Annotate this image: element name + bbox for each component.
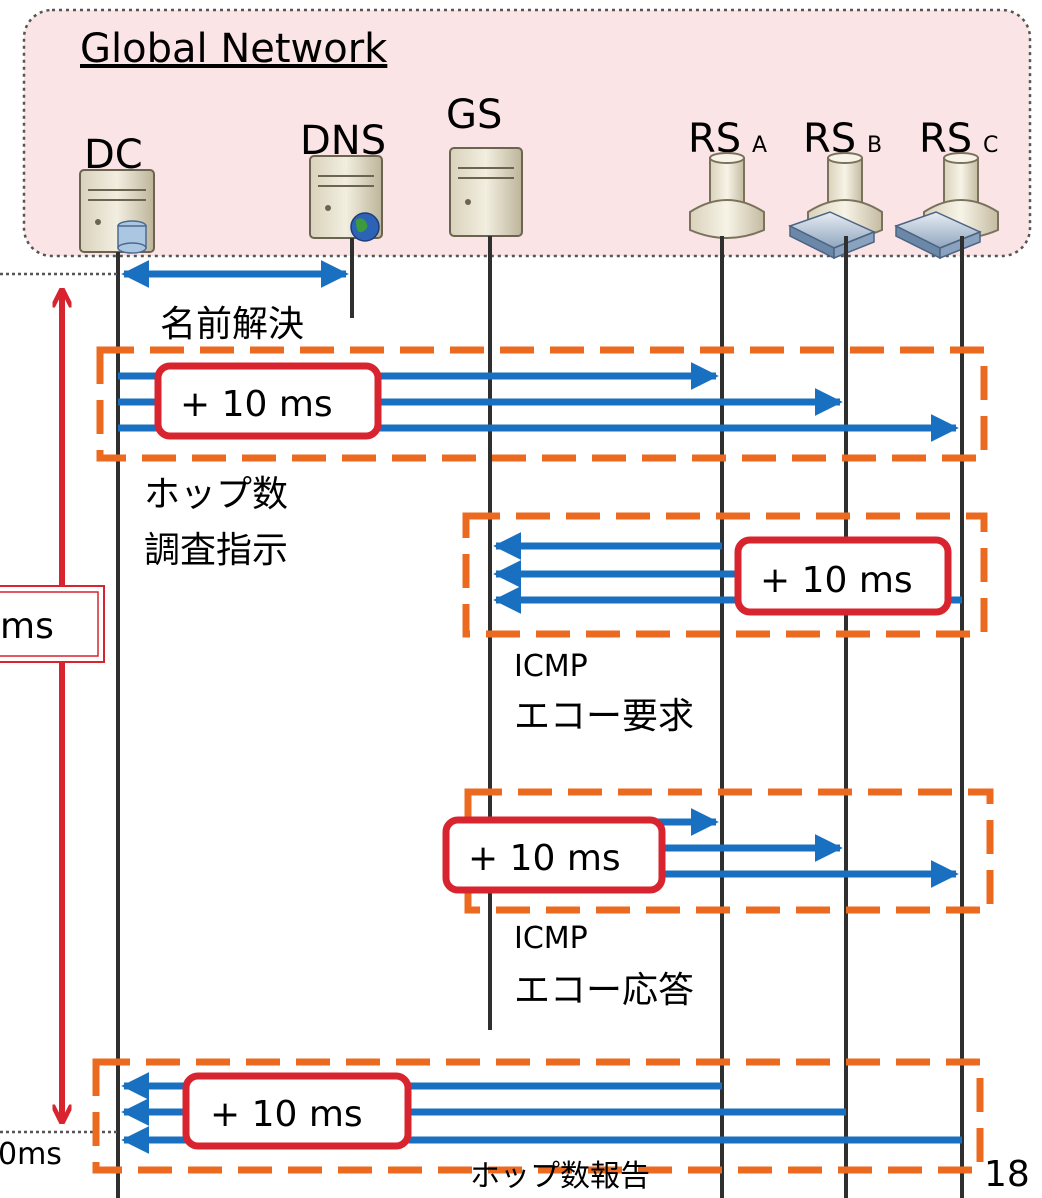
server-globe-icon	[309, 155, 383, 242]
icmp-request-label-line2: エコー要求	[514, 696, 694, 737]
global-network-region: Global Network	[22, 8, 1032, 258]
total-duration-box: ms	[0, 585, 105, 663]
network-title: Global Network	[80, 26, 388, 72]
delay-label-3: + 10 ms	[468, 838, 621, 879]
phase-icmp-reply: + 10 ms	[442, 788, 994, 914]
delay-label-2: + 10 ms	[760, 560, 913, 601]
delay-box-3	[442, 816, 666, 894]
svg-text:C: C	[983, 133, 998, 158]
icmp-reply-label-line1: ICMP	[514, 921, 588, 956]
server-icon	[449, 147, 523, 237]
delay-box-2	[734, 536, 952, 616]
delay-box-4	[182, 1072, 412, 1150]
delay-label-4: + 10 ms	[210, 1094, 363, 1135]
total-duration-label: ms	[0, 606, 54, 647]
phase-hop-survey: + 10 ms	[96, 346, 988, 462]
icmp-request-label-line1: ICMP	[514, 649, 588, 684]
hop-survey-label-line1: ホップ数	[144, 474, 288, 515]
page-number: 18	[984, 1154, 1030, 1195]
icmp-reply-label-line2: エコー応答	[514, 970, 694, 1011]
hop-survey-label-line2: 調査指示	[144, 530, 288, 571]
phase-icmp-request: + 10 ms	[462, 512, 988, 638]
svg-text:A: A	[752, 133, 767, 158]
node-label-rs-b: RS B	[803, 116, 882, 162]
name-resolution-label: 名前解決	[160, 304, 304, 345]
delay-box-1	[154, 362, 382, 440]
hop-report-label: ホップ数報告	[470, 1159, 650, 1194]
switch-icon-c	[894, 211, 982, 260]
server-database-icon	[79, 169, 155, 254]
total-end-label: 0ms	[0, 1137, 62, 1172]
svg-text:B: B	[867, 133, 882, 158]
node-label-gs: GS	[446, 92, 502, 138]
delay-label-1: + 10 ms	[180, 384, 333, 425]
phase-hop-report: + 10 ms	[92, 1058, 984, 1174]
router-tower-icon-a	[689, 152, 765, 239]
